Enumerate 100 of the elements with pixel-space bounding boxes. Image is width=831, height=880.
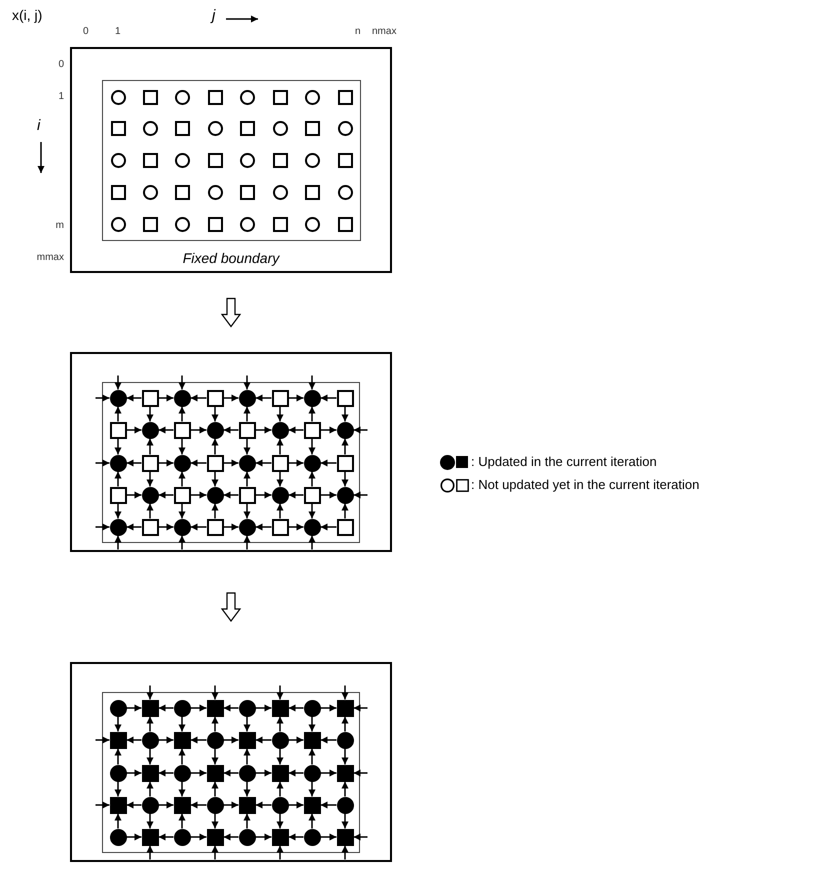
hollow-square-node [338, 216, 352, 232]
hollow-circle-node [142, 184, 158, 200]
arrow [244, 814, 250, 828]
arrow [244, 782, 250, 796]
arrow [354, 426, 368, 434]
filled-square-node [272, 828, 288, 846]
arrow [276, 438, 284, 454]
filled-circle-node [142, 796, 158, 814]
index-label: mmax [36, 253, 64, 263]
filled-circle-node [174, 764, 190, 782]
arrow [342, 438, 348, 454]
arrow [256, 802, 272, 808]
arrow [212, 686, 218, 700]
arrow [320, 770, 336, 776]
arrow [190, 704, 206, 712]
filled-circle-node [174, 518, 190, 536]
arrow [320, 704, 336, 712]
arrow [308, 472, 316, 486]
arrow [146, 846, 154, 860]
filled-square-node [304, 732, 320, 748]
hollow-circle-node [304, 152, 320, 168]
hollow-circle-node [240, 90, 254, 104]
arrow [244, 504, 250, 518]
arrow [308, 504, 316, 518]
arrow [126, 524, 142, 530]
arrow [224, 426, 238, 434]
filled-square-node [174, 732, 190, 748]
arrow [288, 460, 304, 466]
arrow [190, 426, 206, 434]
filled-circle-node [238, 828, 256, 846]
filled-circle-node [272, 796, 288, 814]
arrow [146, 686, 154, 700]
arrow [244, 716, 250, 732]
arrow [342, 748, 348, 764]
filled-circle-node [304, 390, 320, 406]
hollow-square-node [174, 422, 190, 438]
filled-circle-node [304, 828, 320, 846]
arrow [288, 834, 304, 840]
arrow [224, 770, 238, 776]
arrow [224, 460, 238, 466]
arrow [190, 524, 206, 530]
filled-circle-node [336, 732, 354, 748]
filled-square-node [272, 764, 288, 782]
arrow [212, 438, 218, 454]
panel-frame [70, 352, 392, 552]
filled-square-node [174, 796, 190, 814]
filled-circle-node [238, 390, 256, 406]
arrow [308, 782, 316, 796]
filled-square-node [304, 796, 320, 814]
arrow [224, 736, 238, 744]
arrow [126, 770, 142, 776]
arrow [158, 426, 174, 434]
arrow [320, 492, 336, 498]
hollow-square-node [142, 216, 158, 232]
arrow [178, 376, 186, 390]
hollow-square-node [208, 90, 222, 104]
filled-circle-node [304, 700, 320, 716]
grid-frame [102, 80, 361, 241]
arrow [146, 782, 154, 796]
index-label: m [56, 221, 64, 231]
hollow-square-node [304, 184, 320, 200]
arrow [96, 524, 110, 530]
arrow [212, 504, 218, 518]
arrow [224, 802, 238, 808]
hollow-square-node [110, 120, 126, 136]
filled-circle-node [110, 454, 126, 472]
hollow-circle-node [272, 120, 288, 136]
index-label: nmax [372, 27, 396, 37]
arrow [146, 504, 154, 518]
arrow [190, 834, 206, 840]
arrow [224, 704, 238, 712]
arrow [320, 524, 336, 530]
hollow-square-node [272, 390, 288, 406]
arrow [320, 460, 336, 466]
arrow [276, 716, 284, 732]
arrow [308, 814, 316, 828]
arrow [146, 406, 154, 422]
arrow [126, 426, 142, 434]
panel-frame [70, 47, 392, 273]
filled-square-node [206, 828, 224, 846]
hollow-circle-node [208, 184, 222, 200]
arrow [308, 748, 316, 764]
arrow [354, 770, 368, 776]
arrow [288, 704, 304, 712]
arrow [256, 394, 272, 402]
hollow-circle-node [110, 152, 126, 168]
arrow [212, 472, 218, 486]
arrow [276, 686, 284, 700]
hollow-square-node [272, 152, 288, 168]
hollow-square-node [272, 90, 288, 104]
arrow [276, 406, 284, 422]
arrow [256, 460, 272, 466]
hollow-square-node [174, 184, 190, 200]
arrow [158, 394, 174, 402]
arrow [276, 748, 284, 764]
arrow [178, 536, 186, 550]
hollow-circle-node [174, 152, 190, 168]
arrow [342, 846, 348, 860]
hollow-square-node [272, 518, 288, 536]
filled-circle-node [304, 518, 320, 536]
